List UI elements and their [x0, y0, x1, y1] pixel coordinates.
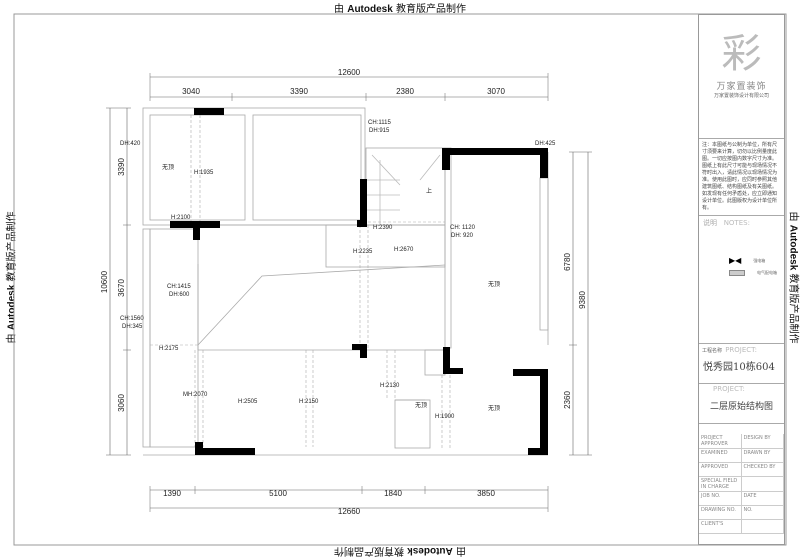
signoff-row: SPECIAL FIELD IN CHARGE	[699, 477, 784, 492]
label-h2235: H:2235	[353, 249, 373, 255]
label-dh600: DH:600	[169, 292, 190, 298]
label-h2150: H:2150	[299, 399, 319, 405]
label-h1935: H:1935	[194, 170, 214, 176]
title-block: 彩 万家置装饰 万家置装饰设计有限公司 注：本图纸与公制为单位，所有尺寸须要来计…	[698, 14, 785, 545]
notes-text: 注：本图纸与公制为单位，所有尺寸须要来计算，切勿以比例量度此图。一切应按图内数字…	[699, 139, 784, 216]
plan-annotations: DH:420 无顶 H:1935 H:2100 CH:1115 DH:915 D…	[120, 120, 556, 420]
dim-left: 3390	[117, 158, 126, 176]
dim-bottom: 3850	[477, 489, 495, 498]
dim-left: 3670	[117, 279, 126, 297]
dim-bottom-total: 12660	[338, 507, 361, 516]
label-no-ceiling: 无顶	[488, 281, 500, 288]
label-dh915: DH:915	[369, 128, 390, 134]
notes-section: 说明 NOTES: ▶◀强电箱 电气配电箱	[699, 216, 784, 344]
label-ch1415: CH:1415	[167, 284, 191, 290]
label-stair-up: 上	[426, 187, 432, 195]
label-h2505: H:2505	[238, 399, 258, 405]
label-h2100: H:2100	[171, 215, 191, 221]
label-dh920: DH: 920	[451, 233, 474, 239]
dim-bottom: 1390	[163, 489, 181, 498]
dim-left-total: 10600	[100, 270, 109, 293]
dim-top: 3070	[487, 87, 505, 96]
label-dh425: DH:425	[535, 141, 556, 147]
label-ch1120: CH: 1120	[450, 225, 476, 231]
label-no-ceiling: 无顶	[415, 402, 427, 409]
project-section: 工程名称 PROJECT: 悦秀园10栋604	[699, 344, 784, 384]
dim-bottom: 5100	[269, 489, 287, 498]
dim-left: 3060	[117, 394, 126, 412]
project-name: 悦秀园10栋604	[699, 356, 784, 375]
dim-top-total: 12600	[338, 68, 361, 77]
label-ch1115: CH:1115	[368, 120, 391, 126]
label-dh420: DH:420	[120, 141, 141, 147]
electric-box-icon	[729, 270, 745, 276]
label-h2390: H:2390	[373, 225, 393, 231]
label-h1900: H:1900	[435, 414, 455, 420]
legend-item: 电气配电箱	[729, 270, 777, 276]
signoff-row: DRAWING NO.NO.	[699, 506, 784, 520]
label-mh2070: MH:2070	[183, 392, 208, 398]
dim-top: 3040	[182, 87, 200, 96]
dim-top: 2380	[396, 87, 414, 96]
label-no-ceiling: 无顶	[488, 405, 500, 412]
signoff-row: CLIENT'S	[699, 520, 784, 534]
signoff-row: JOB NO.DATE	[699, 492, 784, 506]
label-ch1560: CH:1560	[120, 316, 144, 322]
label-dh345: DH:345	[122, 324, 143, 330]
distribution-box-icon: ▶◀	[729, 256, 741, 265]
drawing-title: 二层原始结构图	[699, 394, 784, 412]
dim-right: 6780	[563, 253, 572, 271]
label-h2670: H:2670	[394, 247, 414, 253]
label-no-ceiling: 无顶	[162, 164, 174, 171]
company-logo: 彩 万家置装饰 万家置装饰设计有限公司	[699, 15, 784, 139]
legend-item: ▶◀强电箱	[729, 256, 765, 265]
label-h2175: H:2175	[159, 346, 179, 352]
dim-right: 2360	[563, 391, 572, 409]
dim-top: 3390	[290, 87, 308, 96]
drawing-title-section: PROJECT: 二层原始结构图	[699, 384, 784, 424]
dim-right-total: 9380	[578, 291, 587, 309]
dim-bottom: 1840	[384, 489, 402, 498]
label-h2130: H:2130	[380, 383, 400, 389]
